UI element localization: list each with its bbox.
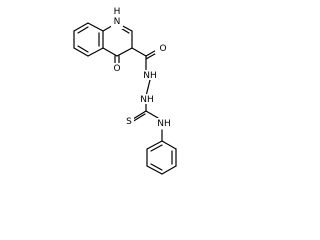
amide-oxygen-label: O: [159, 44, 166, 54]
bond: [146, 140, 163, 150]
atom-labels: H N O O NH NH S NH: [111, 7, 172, 129]
bond: [145, 79, 151, 97]
bond: [77, 26, 89, 34]
bond: [116, 47, 133, 57]
thione-sulfur-label: S: [126, 117, 132, 127]
bond: [146, 165, 163, 175]
ketone-oxygen-label: O: [113, 64, 120, 74]
bond: [73, 22, 89, 32]
ring-n-label: N: [114, 17, 121, 27]
structure-canvas: H N O O NH NH S NH: [73, 7, 177, 175]
bond: [145, 110, 159, 119]
bond: [150, 144, 163, 152]
bond: [161, 140, 177, 150]
molecule-drawing: H N O O NH NH S NH: [73, 7, 177, 175]
bond: [131, 113, 146, 123]
ring-nh-h-label: H: [114, 7, 121, 17]
bond: [132, 110, 147, 120]
bond: [87, 22, 104, 32]
bond: [73, 47, 89, 57]
bond: [150, 163, 163, 171]
bond: [102, 47, 118, 57]
bond: [161, 165, 177, 175]
hydrazide-nh2-label: NH: [140, 95, 154, 105]
bond: [131, 47, 147, 57]
bond: [77, 45, 89, 53]
hydrazide-nh1-label: NH: [143, 71, 157, 81]
anilino-nh-label: NH: [157, 119, 171, 129]
bond: [87, 47, 104, 57]
